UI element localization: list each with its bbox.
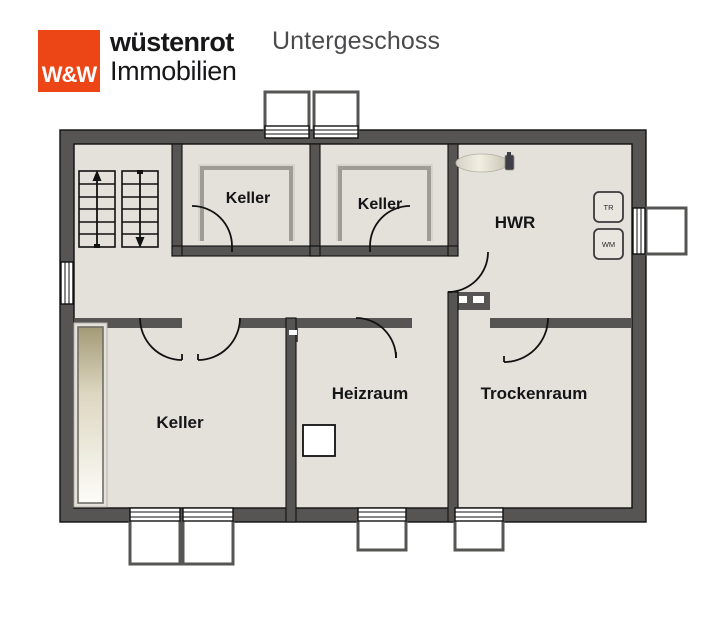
storage-rack-fixture bbox=[73, 322, 108, 508]
window-bottom-1 bbox=[128, 507, 182, 566]
appliance-washing-machine: WM bbox=[593, 228, 624, 260]
room-label-heizraum: Heizraum bbox=[332, 384, 409, 403]
room-label-trockenraum: Trockenraum bbox=[481, 384, 588, 403]
page-header: W&W wüstenrot Immobilien Untergeschoss bbox=[0, 0, 720, 110]
page-title: Untergeschoss bbox=[272, 27, 441, 55]
keller-inner-frames-edge bbox=[198, 164, 433, 241]
stair-direction-down-arrow bbox=[135, 170, 145, 248]
window-bottom-2 bbox=[181, 507, 235, 566]
window-top-right bbox=[312, 90, 360, 139]
keller-inner-frames bbox=[200, 166, 431, 241]
boiler-fixture bbox=[302, 424, 336, 457]
stair-direction-up-arrow bbox=[92, 170, 102, 248]
room-label-keller-bottom: Keller bbox=[156, 413, 204, 432]
window-left-wall bbox=[60, 261, 74, 305]
electrical-outlets bbox=[289, 296, 484, 335]
brand-name-primary: wüstenrot bbox=[110, 27, 234, 57]
appliance-dryer: TR bbox=[593, 191, 624, 223]
appliance-washing-machine-label: WM bbox=[602, 240, 615, 249]
appliance-dryer-label: TR bbox=[604, 203, 615, 212]
brand-name-secondary: Immobilien bbox=[110, 56, 237, 87]
window-right-wall bbox=[632, 206, 688, 256]
window-top-left bbox=[263, 90, 311, 139]
utility-sink-fixture bbox=[455, 152, 515, 173]
window-bottom-3 bbox=[356, 507, 408, 552]
staircase bbox=[78, 170, 159, 248]
doors bbox=[139, 205, 549, 363]
wuestenrot-logo-mark: W&W bbox=[38, 30, 100, 92]
room-label-hwr: HWR bbox=[495, 213, 536, 232]
room-label-keller-top-right: Keller bbox=[358, 196, 402, 213]
brand-wordmark: wüstenrot Immobilien bbox=[110, 27, 237, 87]
room-label-keller-top-left: Keller bbox=[226, 190, 270, 207]
window-bottom-4 bbox=[453, 507, 505, 552]
logo-mark-text: W&W bbox=[41, 62, 97, 87]
